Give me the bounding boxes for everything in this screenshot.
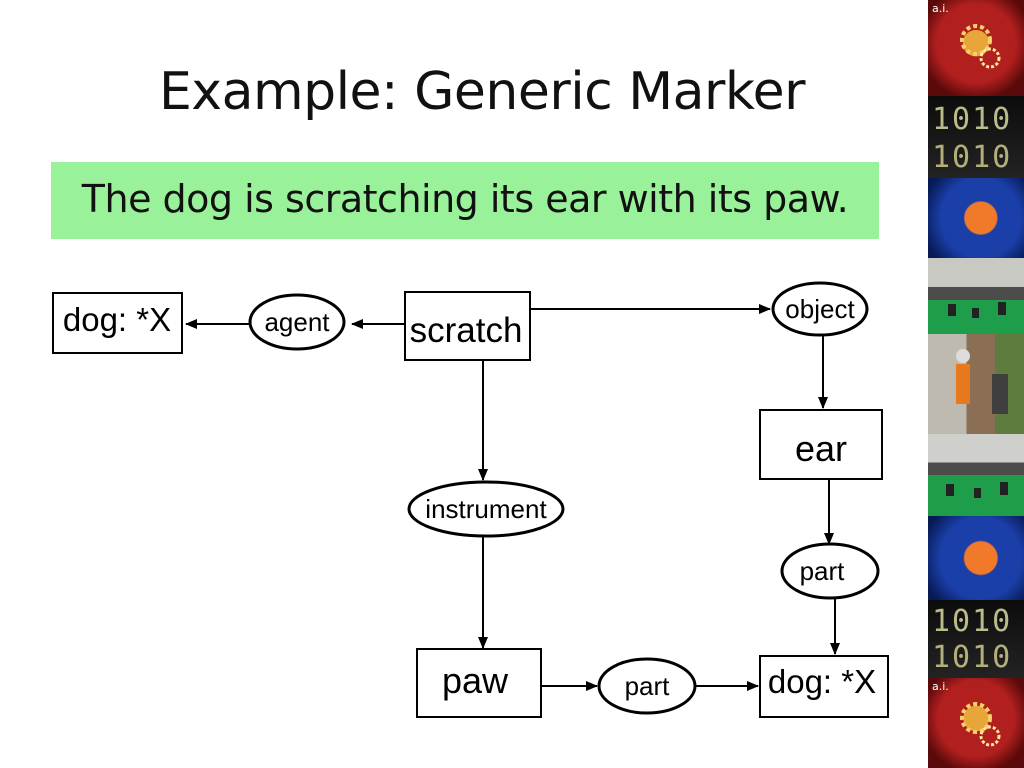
graph-arcs bbox=[185, 304, 840, 691]
concept-paw-label: paw bbox=[442, 660, 509, 701]
relation-instrument-label: instrument bbox=[425, 494, 547, 524]
brand-label: a.i. bbox=[932, 680, 949, 693]
binary-digits-label: 1010 bbox=[932, 102, 1013, 137]
relation-agent: agent bbox=[248, 293, 346, 351]
concept-ear-label: ear bbox=[795, 428, 847, 469]
brain-circuit-image bbox=[928, 178, 1024, 258]
concept-ear: ear bbox=[759, 409, 883, 480]
relation-object-label: object bbox=[785, 294, 855, 324]
robots-icon bbox=[946, 482, 1008, 498]
relation-part-paw-label: part bbox=[625, 671, 671, 701]
decorative-image-strip: a.i. 1010 1010 1010 1010 bbox=[928, 0, 1024, 768]
binary-digits-label: 1010 bbox=[932, 140, 1013, 175]
slide-title: Example: Generic Marker bbox=[158, 62, 806, 122]
conceptual-graph: dog: *X scratch ear paw dog: *X agent ob… bbox=[52, 281, 889, 718]
example-sentence: The dog is scratching its ear with its p… bbox=[81, 177, 849, 221]
relation-instrument: instrument bbox=[407, 480, 565, 538]
relation-part-ear: part bbox=[780, 542, 880, 600]
brain-circuit-image bbox=[928, 516, 1024, 600]
concept-dog-part-label: dog: *X bbox=[768, 663, 876, 700]
gears-icon bbox=[960, 702, 1001, 747]
robot-soccer-image bbox=[928, 258, 1024, 334]
concept-scratch-label: scratch bbox=[410, 311, 523, 350]
binary-digits-label: 1010 bbox=[932, 604, 1013, 639]
relation-object: object bbox=[771, 281, 869, 337]
concept-paw: paw bbox=[416, 648, 542, 718]
humanoid-robot-image bbox=[928, 334, 1024, 434]
brand-label: a.i. bbox=[932, 2, 949, 15]
concept-dog-part: dog: *X bbox=[759, 655, 889, 718]
concept-scratch: scratch bbox=[404, 291, 531, 361]
concept-dog-agent-label: dog: *X bbox=[63, 301, 171, 338]
ai-brain-gears-image: a.i. bbox=[928, 678, 1024, 768]
robot-soccer-image bbox=[928, 434, 1024, 516]
robots-icon bbox=[948, 302, 1006, 318]
relation-part-ear-label: part bbox=[800, 556, 846, 586]
relation-part-paw: part bbox=[597, 657, 697, 715]
ai-brain-gears-image: a.i. bbox=[928, 0, 1024, 96]
binary-digits-image: 1010 1010 bbox=[928, 600, 1024, 678]
gears-icon bbox=[960, 24, 1001, 69]
binary-digits-image: 1010 1010 bbox=[928, 96, 1024, 178]
binary-digits-label: 1010 bbox=[932, 640, 1013, 675]
robot-figure-icon bbox=[956, 349, 1008, 414]
sentence-highlight: The dog is scratching its ear with its p… bbox=[51, 162, 879, 239]
relation-agent-label: agent bbox=[264, 307, 330, 337]
concept-dog-agent: dog: *X bbox=[52, 292, 183, 354]
